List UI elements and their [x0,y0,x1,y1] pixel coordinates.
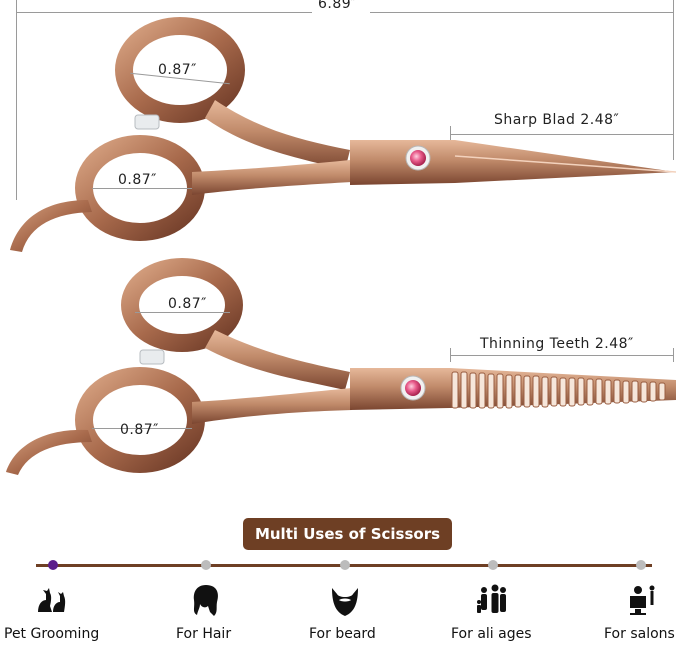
bottom-lower-ring-label: 0.87″ [120,422,159,438]
top-blade-edge [454,155,677,173]
beard-icon [332,588,358,616]
bottom-upper-shank [205,330,350,390]
top-spacer [134,114,160,130]
family-icon [477,584,506,613]
thinning-teeth-dim-tick-right [673,348,674,362]
top-sharp-blade [350,140,676,185]
sharp-blade-dim [450,134,674,135]
bottom-upper-ring-dim [135,312,230,313]
thinning-teeth [451,371,666,409]
overall-dim-line-left [16,12,312,13]
bottom-lower-ring [75,367,205,473]
use-label-for-all-ages: For ali ages [451,626,532,642]
top-upper-ring-label: 0.87″ [158,62,197,78]
bottom-lower-shank [192,388,352,424]
top-lower-ring-dim [92,188,192,189]
timeline-dot-salon [636,560,646,570]
sharp-blade-label: Sharp Blad 2.48″ [494,112,620,128]
bottom-spacer [139,349,165,365]
top-upper-ring [115,17,245,123]
timeline-dot-hair [201,560,211,570]
thinning-teeth-dim [450,355,674,356]
use-label-pet-grooming: Pet Grooming [4,626,100,642]
sharp-scissors [10,17,677,252]
top-lower-ring-label: 0.87″ [118,172,157,188]
overall-dim-left-tick [16,0,17,200]
hair-icon [193,585,218,616]
bottom-upper-ring [121,258,243,352]
top-finger-tang [10,200,92,252]
top-pivot-gem-icon [410,150,426,166]
sharp-blade-dim-tick [450,126,451,140]
overall-length-label: 6.89″ [318,0,357,12]
timeline-dot-beard [340,560,350,570]
bottom-lower-ring-dim [92,428,192,429]
top-upper-shank [205,100,350,170]
thinning-blade [350,368,676,410]
bottom-upper-ring-label: 0.87″ [168,296,207,312]
top-lower-shank [192,160,352,195]
thinning-teeth-dim-tick [450,348,451,362]
multi-uses-banner: Multi Uses of Scissors [243,518,452,550]
bottom-finger-tang [6,429,92,475]
use-label-for-beard: For beard [309,626,376,642]
thinning-scissors [6,258,676,475]
bottom-pivot-gem-icon [405,380,421,396]
pet-icon [38,588,66,612]
multi-uses-title: Multi Uses of Scissors [254,525,441,543]
use-label-for-hair: For Hair [176,626,232,642]
use-label-for-salons: For salons [604,626,675,642]
overall-dim-right-tick [673,0,674,160]
salon-chair-icon [630,585,655,615]
timeline-dot-ages [488,560,498,570]
timeline-dot-pet [48,560,58,570]
scissors-illustration [6,17,677,475]
overall-dim-line-right [370,12,673,13]
thinning-teeth-label: Thinning Teeth 2.48″ [480,336,634,352]
